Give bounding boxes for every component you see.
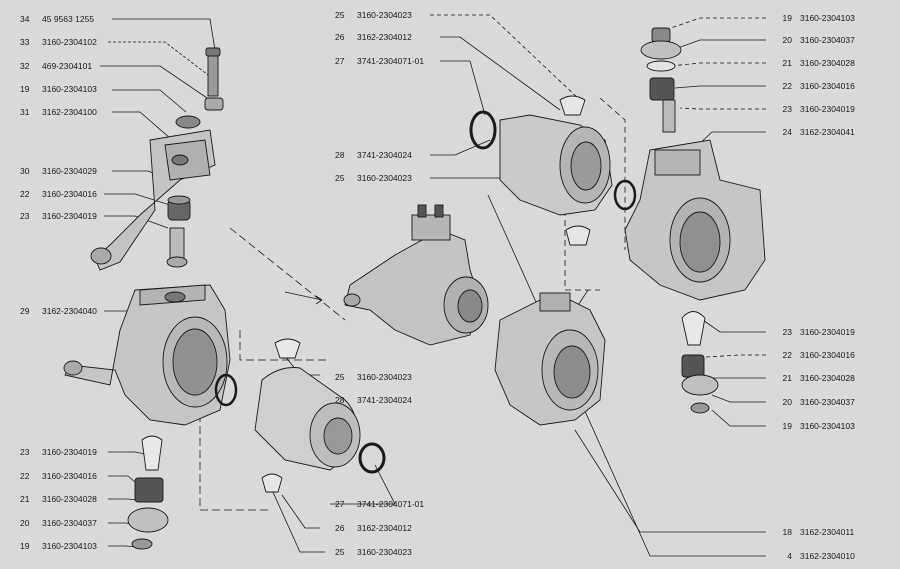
label-left-11: 213160-2304028 [20, 494, 97, 504]
label-mid-top-2: 273741-2304071-01 [335, 56, 425, 66]
label-right-top-0: 193160-2304103 [782, 13, 855, 23]
label-left-7: 233160-2304019 [20, 211, 97, 221]
label-left-4: 313162-2304100 [20, 107, 97, 117]
label-left-3: 193160-2304103 [20, 84, 97, 94]
label-left-8: 293162-2304040 [20, 306, 97, 316]
label-left-10: 223160-2304016 [20, 471, 97, 481]
label-right-top-2: 213160-2304028 [782, 58, 855, 68]
label-right-bottom-1: 223160-2304016 [782, 350, 855, 360]
label-right-top-5: 243162-2304041 [782, 127, 855, 137]
label-mid-top-4: 253160-2304023 [335, 173, 412, 183]
label-mid-bottom-0: 253160-2304023 [335, 372, 412, 382]
label-mid-bottom-4: 253160-2304023 [335, 547, 412, 557]
label-right-top-1: 203160-2304037 [782, 35, 855, 45]
label-mid-top-3: 283741-2304024 [335, 150, 412, 160]
label-left-5: 303160-2304029 [20, 166, 97, 176]
label-right-bottom-5: 183162-2304011 [782, 527, 855, 537]
label-right-bottom-3: 203160-2304037 [782, 397, 855, 407]
label-right-bottom-4: 193160-2304103 [782, 421, 855, 431]
label-mid-top-0: 253160-2304023 [335, 10, 412, 20]
label-right-bottom-0: 233160-2304019 [782, 327, 855, 337]
label-mid-bottom-3: 263162-2304012 [335, 523, 412, 533]
label-left-1: 333160-2304102 [20, 37, 97, 47]
label-left-13: 193160-2304103 [20, 541, 97, 551]
label-left-6: 223160-2304016 [20, 189, 97, 199]
label-right-top-4: 233160-2304019 [782, 104, 855, 114]
label-left-9: 233160-2304019 [20, 447, 97, 457]
label-left-2: 32469-2304101 [20, 61, 93, 71]
label-left-12: 203160-2304037 [20, 518, 97, 528]
label-right-bottom-2: 213160-2304028 [782, 373, 855, 383]
label-right-top-3: 223160-2304016 [782, 81, 855, 91]
label-mid-bottom-2: 273741-2304071-01 [335, 499, 425, 509]
label-mid-top-1: 263162-2304012 [335, 32, 412, 42]
label-mid-bottom-1: 283741-2304024 [335, 395, 412, 405]
label-right-bottom-6: 43162-2304010 [787, 551, 855, 561]
label-left-0: 3445 9563 1255 [20, 14, 94, 24]
